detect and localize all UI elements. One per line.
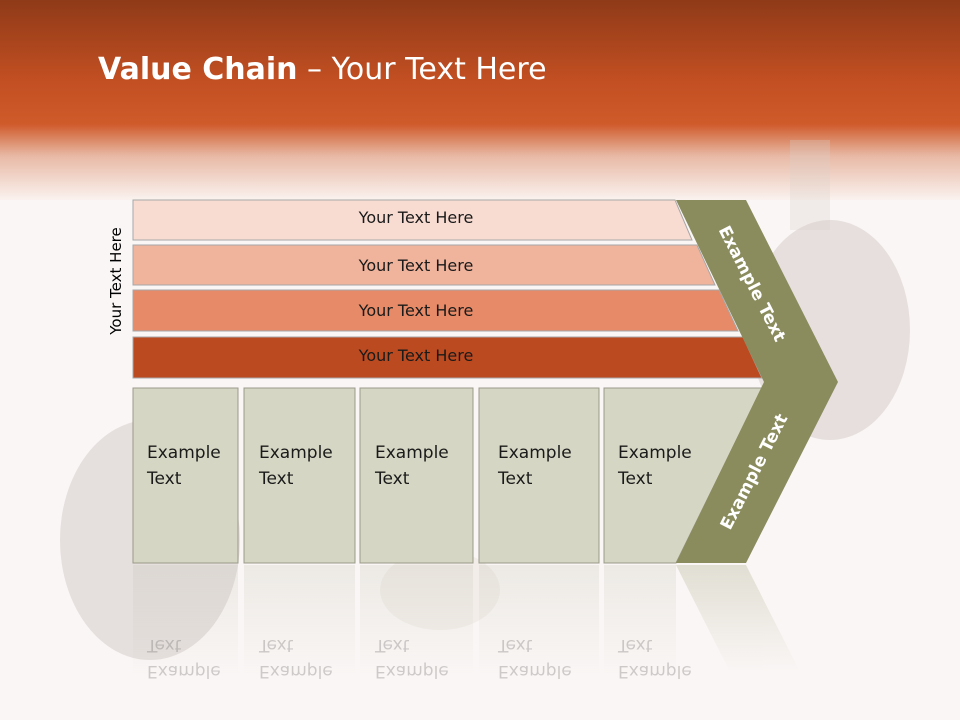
activity-box-1 xyxy=(132,387,239,564)
row-bar-1 xyxy=(132,199,693,241)
row-bar-2 xyxy=(132,244,716,286)
row-label-2: Your Text Here xyxy=(358,256,474,275)
row-label-1: Your Text Here xyxy=(358,208,474,227)
margin-chevron xyxy=(676,200,838,563)
row-bar-4 xyxy=(132,336,763,379)
page-title: Value Chain – Your Text Here xyxy=(98,52,547,87)
row-bar-3 xyxy=(132,289,739,332)
reflection xyxy=(133,565,800,675)
row-label-3: Your Text Here xyxy=(358,301,474,320)
row-label-4: Your Text Here xyxy=(358,346,474,365)
activity-box-2 xyxy=(243,387,356,564)
activity-box-3 xyxy=(359,387,474,564)
header-banner xyxy=(0,0,960,200)
activity-box-4 xyxy=(478,387,600,564)
side-label: Your Text Here xyxy=(107,227,125,335)
